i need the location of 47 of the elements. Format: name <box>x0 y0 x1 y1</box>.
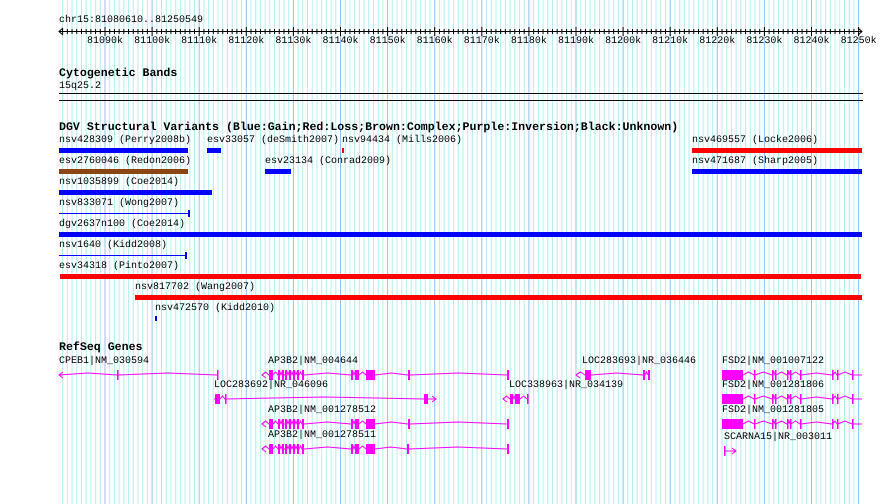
gene-label: AP3B2|NM_004644 <box>268 356 360 367</box>
variant-label: esv2760046 (Redon2006) <box>59 156 192 167</box>
gene-label: LOC283692|NR_046096 <box>214 380 330 391</box>
variant-label: nsv817702 (Wang2007) <box>135 282 256 293</box>
variant-label: nsv428309 (Perry2008b) <box>59 135 192 146</box>
tick-label: 81220k <box>699 36 736 47</box>
tick-label: 81190k <box>558 36 594 47</box>
gene-label: AP3B2|NM_001278511 <box>268 430 378 441</box>
gene-label: CPEB1|NM_030594 <box>59 356 150 367</box>
gene-label: LOC283693|NR_036446 <box>582 356 696 367</box>
gene-label: FSD2|NM_001281805 <box>722 405 826 416</box>
track-heading: Cytogenetic Bands <box>59 68 178 79</box>
tick-label: 81120k <box>228 36 264 47</box>
coordinate-range: chr15:81080610..81250549 <box>59 15 204 26</box>
variant-label: nsv833071 (Wong2007) <box>59 198 180 209</box>
variant-label: nsv469557 (Locke2006) <box>692 135 820 146</box>
tick-label: 81250k <box>840 36 877 47</box>
cytoband-label: 15q25.2 <box>59 81 102 92</box>
tick-label: 81170k <box>464 36 500 47</box>
tick-label: 81200k <box>605 36 642 47</box>
gene-label: LOC338963|NR_034139 <box>509 380 624 391</box>
variant-label: nsv1640 (Kidd2008) <box>59 240 168 251</box>
variant-label: nsv472570 (Kidd2010) <box>155 303 276 314</box>
tick-label: 81140k <box>322 36 358 47</box>
track-heading: DGV Structural Variants (Blue:Gain;Red:Loss;Brown:Complex;Purple:Inversion;Black:Unknown) <box>59 122 678 133</box>
gene-label: AP3B2|NM_001278512 <box>268 405 378 416</box>
tick-label: 81130k <box>275 36 312 47</box>
variant-label: dgv2637n100 (Coe2014) <box>59 219 186 230</box>
track-heading: RefSeq Genes <box>59 342 142 353</box>
tick-label: 81160k <box>416 36 453 47</box>
gene-label: FSD2|NM_001281806 <box>722 380 826 391</box>
gene-label: FSD2|NM_001007122 <box>722 356 826 367</box>
tick-label: 81100k <box>134 36 170 47</box>
tick-label: 81240k <box>794 36 830 47</box>
tick-label: 81230k <box>746 36 782 47</box>
variant-label: nsv94434 (Mills2006) <box>342 135 462 146</box>
gene-label: SCARNA15|NR_003011 <box>724 432 832 443</box>
tick-label: 81180k <box>510 36 547 47</box>
tick-label: 81110k <box>181 36 218 47</box>
variant-label: nsv1035899 (Coe2014) <box>59 177 180 188</box>
tick-label: 81210k <box>652 36 688 47</box>
variant-label: esv34318 (Pinto2007) <box>59 261 180 272</box>
tick-label: 81090k <box>87 36 123 47</box>
variant-label: esv33057 (deSmith2007) <box>207 135 340 146</box>
variant-label: nsv471687 (Sharp2005) <box>692 156 820 167</box>
tick-label: 81150k <box>370 36 406 47</box>
variant-label: esv23134 (Conrad2009) <box>265 156 392 167</box>
